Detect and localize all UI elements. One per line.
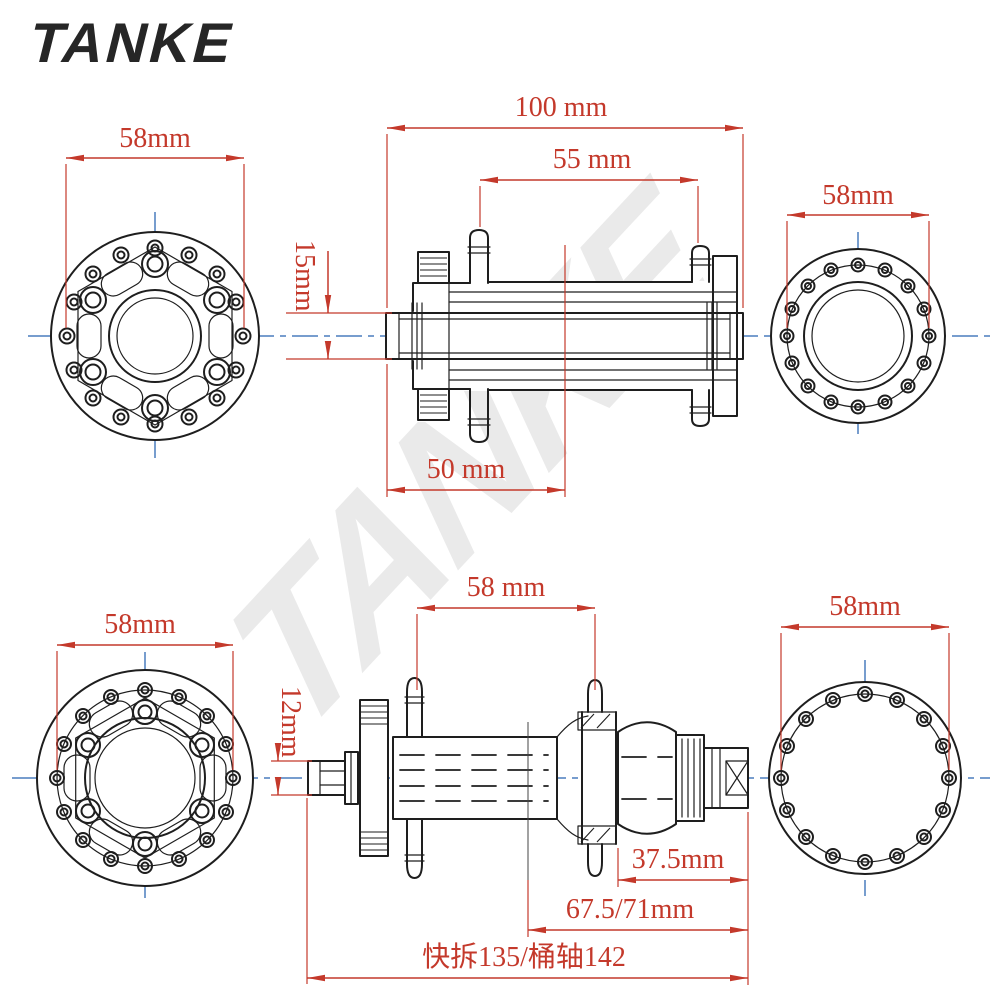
dim-rear-left-bolt-circle: 58mm <box>56 609 234 770</box>
front-hub-face-view-left: 58mm <box>50 123 260 441</box>
dim-rear-flange-spacing: 58 mm <box>416 572 596 690</box>
rear-hub-face-view-left: 58mm <box>36 609 254 887</box>
front-hub-side-view: 100 mm 55 mm 15mm 50 mm <box>286 92 744 497</box>
dim-label: 37.5mm <box>632 844 725 875</box>
dim-rear-right-bolt-circle: 58mm <box>780 591 950 770</box>
dim-label: 12mm <box>275 686 306 758</box>
dim-label: 58mm <box>119 123 191 154</box>
brand-logo: TANKE <box>23 13 242 75</box>
front-hub-face-view-right: 58mm <box>770 180 946 424</box>
dim-rear-overall-length: 快拆135/桶轴142 <box>306 798 748 984</box>
dim-label: 快拆135/桶轴142 <box>422 941 626 973</box>
dim-rear-axle-diameter: 12mm <box>271 686 312 796</box>
dim-front-overall-length: 100 mm <box>386 92 744 308</box>
dim-front-right-bolt-circle: 58mm <box>786 180 930 328</box>
dim-label: 100 mm <box>515 92 608 123</box>
rear-hub-face-view-right: 58mm <box>768 591 962 875</box>
dim-front-left-bolt-circle: 58mm <box>65 123 245 328</box>
rear-hub-side-view: 58 mm 12mm 37.5mm 67.5/71mm 快拆135/桶轴142 <box>271 572 749 985</box>
dim-rear-center-to-end: 67.5/71mm <box>527 880 748 937</box>
dim-rear-freehub-length: 37.5mm <box>617 812 749 985</box>
dim-label: 58mm <box>104 609 176 640</box>
dim-label: 50 mm <box>427 454 506 485</box>
dim-label: 58mm <box>822 180 894 211</box>
dim-front-left-to-center: 50 mm <box>386 245 566 497</box>
dim-label: 15mm <box>289 240 320 312</box>
dim-label: 55 mm <box>553 144 632 175</box>
dim-front-axle-diameter: 15mm <box>286 240 392 360</box>
dim-label: 58 mm <box>467 572 546 603</box>
dim-label: 67.5/71mm <box>566 894 695 925</box>
dim-front-flange-spacing: 55 mm <box>479 144 699 243</box>
dim-label: 58mm <box>829 591 901 622</box>
